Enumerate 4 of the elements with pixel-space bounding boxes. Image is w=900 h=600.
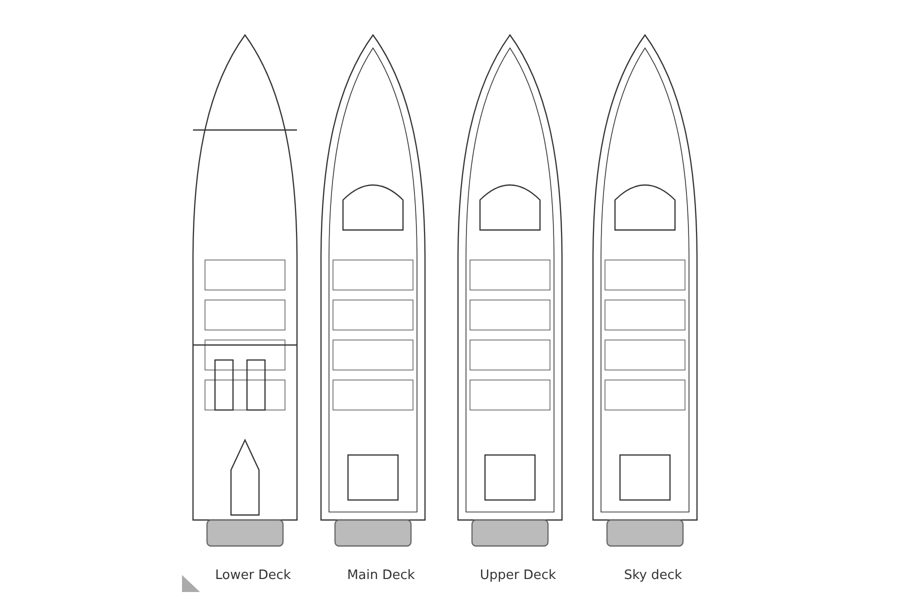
deck-label: Lower Deck <box>215 568 291 583</box>
deck-label: Main Deck <box>347 568 415 583</box>
deck-label: Sky deck <box>624 568 682 583</box>
deck-label: Upper Deck <box>480 568 556 583</box>
